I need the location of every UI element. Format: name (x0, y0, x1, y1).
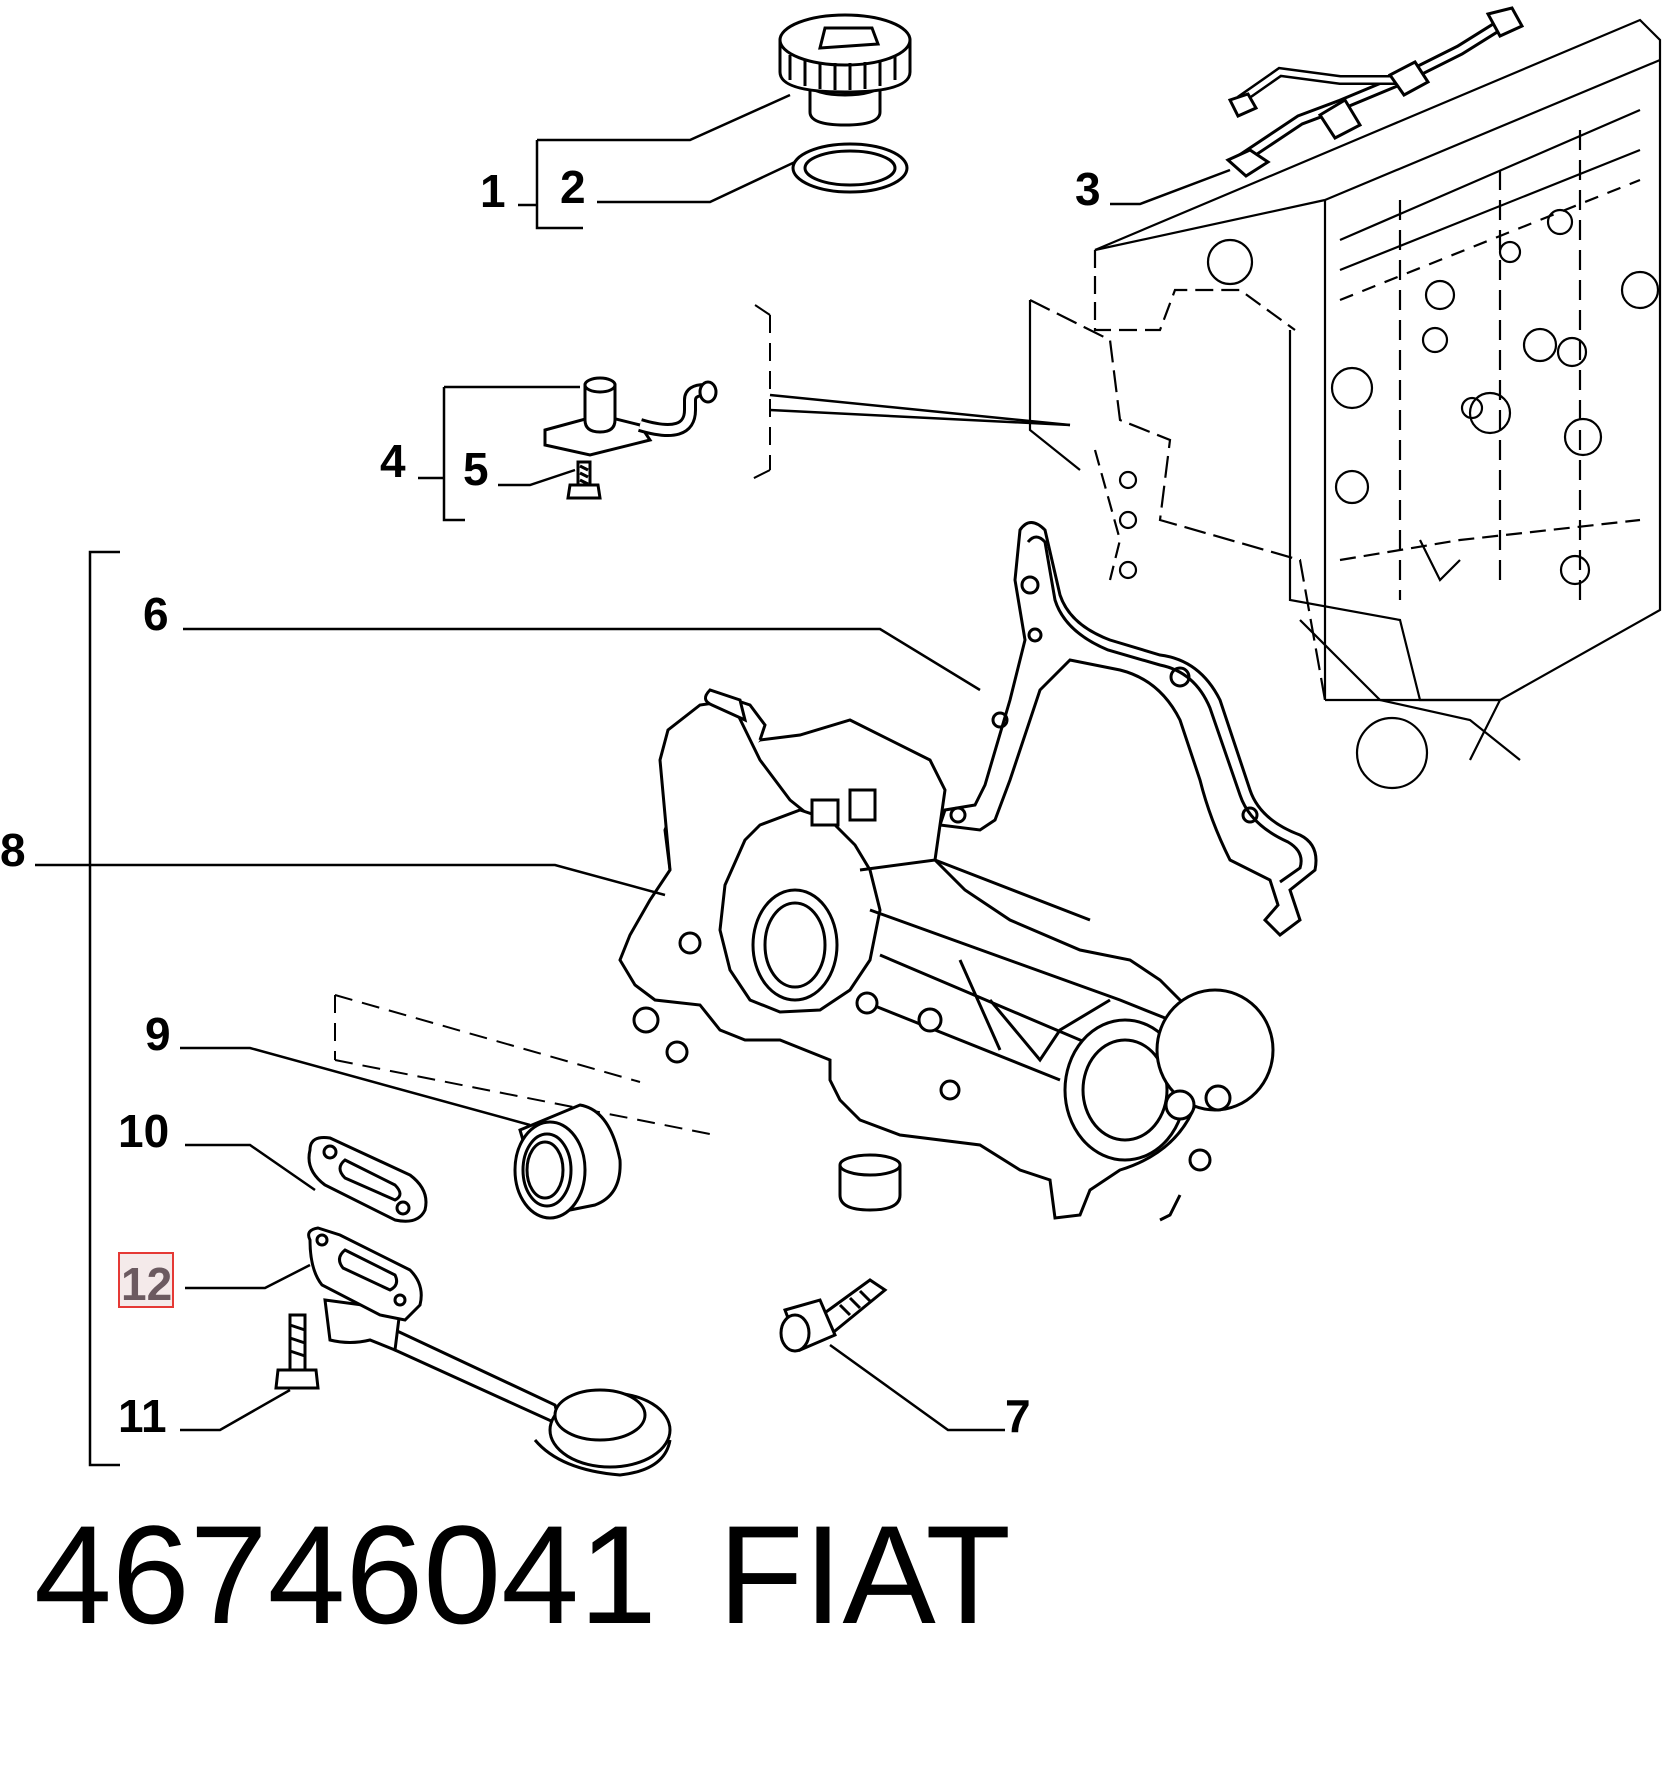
oil-filler-cap (778, 13, 912, 127)
strainer-gasket (307, 1136, 428, 1223)
callout-12: 12 (121, 1258, 172, 1310)
strainer-bolt (274, 1313, 320, 1390)
callout-8: 8 (0, 824, 26, 876)
wiring-harness (1225, 6, 1525, 178)
callout-11: 11 (118, 1390, 167, 1442)
callout-7: 7 (1005, 1390, 1031, 1442)
callout-10: 10 (118, 1105, 169, 1157)
callout-4: 4 (380, 435, 406, 487)
crankshaft-seal (513, 1103, 622, 1220)
sensor-screw (566, 460, 602, 500)
oil-pump-housing (618, 688, 1275, 1222)
flange-bolt (779, 1278, 888, 1353)
oil-pump-gasket (937, 521, 1318, 937)
sealing-ring (791, 142, 909, 194)
part-number: 46746041 (34, 1496, 657, 1653)
highlight-box (118, 1252, 174, 1308)
sensor-location-arrow (769, 393, 1071, 427)
leader-lines (35, 93, 1231, 1467)
callout-2: 2 (560, 161, 586, 213)
callout-9: 9 (145, 1008, 171, 1060)
callout-5: 5 (463, 443, 489, 495)
callout-3: 3 (1075, 163, 1101, 215)
callout-6: 6 (143, 588, 169, 640)
oil-strainer (307, 1226, 672, 1477)
engine-sensor (543, 376, 718, 457)
callout-1: 1 (480, 165, 506, 217)
brand-name: FIAT (718, 1496, 1011, 1653)
engine-block-drawing (1028, 18, 1662, 790)
dashed-reference-lines (334, 304, 771, 1136)
callout-labels: 1 2 3 4 5 6 7 8 9 10 11 12 (0, 161, 1101, 1442)
